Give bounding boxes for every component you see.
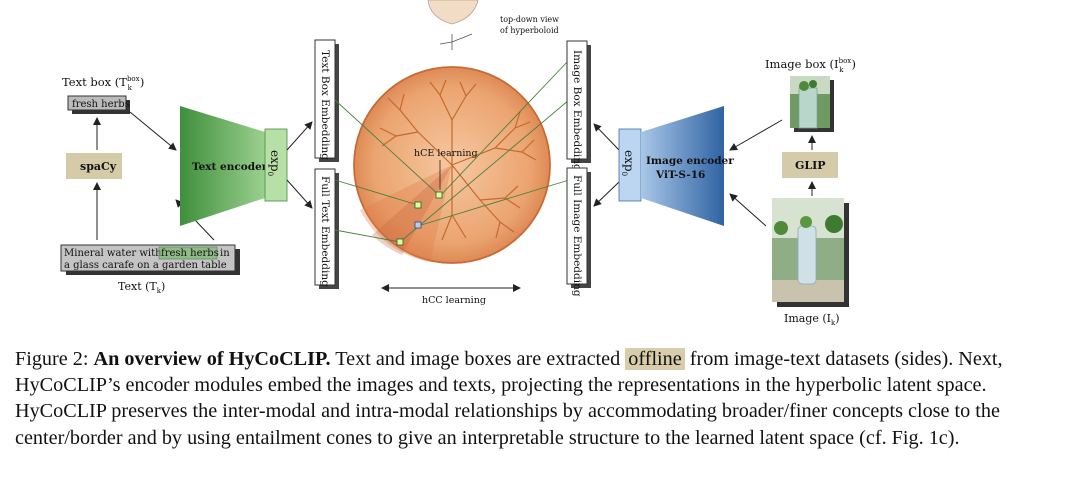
svg-text:exp0: exp0 [620,150,636,176]
svg-text:ViT-S-16: ViT-S-16 [655,169,705,181]
svg-text:fresh herbs: fresh herbs [161,248,219,259]
arrow-imagebox-to-encoder [729,119,783,151]
caption-highlight: offline [625,348,685,370]
arrow-exp-to-textbox-emb [286,121,313,151]
hce-label: hCE learning [414,148,478,159]
caption-part1: Text and image boxes are extracted [330,348,626,370]
image-encoder: Image encoder ViT-S-16 [641,106,734,226]
arrow-exp-to-imagebox-emb [593,123,620,151]
image-exp-map: exp0 [618,128,642,202]
svg-text:top-down view: top-down view [500,15,559,24]
svg-text:in: in [220,248,230,259]
svg-text:exp0: exp0 [266,150,282,176]
figure-caption: Figure 2: An overview of HyCoCLIP. Text … [15,346,1015,451]
image-box-thumbnail [790,76,834,132]
svg-text:Image Box Embedding: Image Box Embedding [571,50,583,171]
svg-text:Full Text Embedding: Full Text Embedding [319,176,331,287]
svg-text:of hyperboloid: of hyperboloid [500,26,559,35]
full-image-embedding: Full Image Embedding [566,167,591,297]
svg-text:Full Image Embedding: Full Image Embedding [571,175,583,297]
full-text-embedding: Full Text Embedding [314,168,339,289]
arrow-image-to-encoder [729,193,767,227]
image-thumbnail [772,198,849,307]
svg-text:Text Box Embedding: Text Box Embedding [319,50,331,160]
image-box-embedding: Image Box Embedding [566,40,591,171]
svg-text:Image encoder: Image encoder [646,155,734,167]
full-text-label: Text (Tk) [118,280,165,295]
caption-part2: from image-text datasets (sides). Next, … [15,348,1003,449]
arrow-textbox-to-encoder [129,111,177,151]
svg-text:Text encoder: Text encoder [192,161,268,173]
svg-text:Text (Tk): Text (Tk) [118,280,165,295]
embedding-points [396,191,443,246]
svg-text:fresh herbs: fresh herbs [72,99,130,110]
text-box-embedding: Text Box Embedding [314,39,339,162]
spacy-box: spaCy [66,153,122,179]
svg-text:Mineral water with: Mineral water with [64,248,162,259]
hcc-label: hCC learning [422,295,486,306]
svg-text:spaCy: spaCy [80,160,117,173]
text-encoder: Text encoder [180,106,268,226]
arrow-exp-to-fulltext-emb [286,179,313,209]
glip-box: GLIP [782,152,838,178]
svg-text:Image (Ik): Image (Ik) [784,312,840,327]
hyperboloid-note: top-down view of hyperboloid [500,15,559,35]
entailment-lines [334,59,570,243]
full-text-box: Mineral water with fresh herbs in a glas… [60,244,240,275]
image-label: Image (Ik) [784,312,840,327]
text-exp-map: exp0 [264,128,288,202]
caption-prefix: Figure 2: [15,348,94,370]
svg-text:GLIP: GLIP [795,159,826,172]
hierarchy-tree [379,79,537,241]
caption-title: An overview of HyCoCLIP. [93,348,331,370]
hyperboloid-illustration [427,0,479,50]
svg-text:a glass carafe on a garden tab: a glass carafe on a garden table [64,260,227,271]
text-box-chip: fresh herbs [67,95,130,114]
arrow-exp-to-fullimage-emb [593,181,620,207]
